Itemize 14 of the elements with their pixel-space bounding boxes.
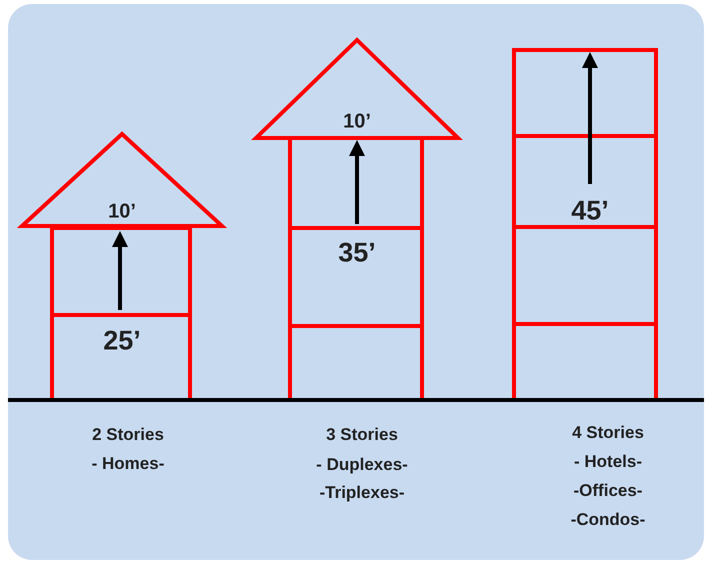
height-label: 25’: [103, 326, 141, 356]
story-count: 2 Stories: [92, 425, 164, 445]
story-count: 3 Stories: [326, 425, 398, 445]
building-type: - Homes-: [92, 454, 164, 474]
building-type: -Condos-: [570, 510, 646, 530]
height-label: 45’: [571, 196, 609, 226]
building-type: -Offices-: [574, 481, 642, 501]
height-label: 35’: [338, 238, 376, 268]
roof-height-label: 10’: [108, 200, 136, 224]
roof-height-label: 10’: [343, 110, 371, 134]
story-count: 4 Stories: [572, 423, 644, 443]
building-type: - Hotels-: [574, 452, 642, 472]
building-type: - Duplexes-: [316, 455, 408, 475]
building-type: -Triplexes-: [319, 483, 405, 503]
